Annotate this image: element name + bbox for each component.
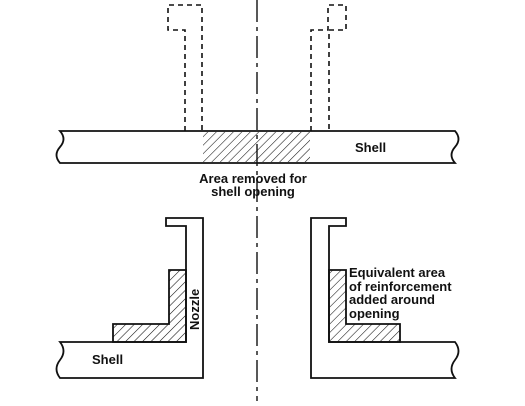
label-shell-bottom: Shell <box>92 352 123 367</box>
label-nozzle: Nozzle <box>187 289 202 330</box>
right-reinforcement-pad <box>328 269 401 343</box>
label-equivalent-line1: Equivalent area <box>349 265 446 280</box>
left-nozzle-shell-assembly <box>55 217 204 379</box>
label-shell-top: Shell <box>355 140 386 155</box>
removed-nozzle-left-dashed <box>167 4 203 131</box>
left-reinforcement-pad <box>112 269 187 343</box>
label-equivalent-line4: opening <box>349 306 400 321</box>
label-equivalent-line2: of reinforcement <box>349 279 452 294</box>
removed-nozzle-right-dashed <box>310 4 347 131</box>
label-area-removed-line1: Area removed for <box>199 171 307 186</box>
label-equivalent-line3: added around <box>349 292 435 307</box>
label-area-removed-line2: shell opening <box>211 184 295 199</box>
